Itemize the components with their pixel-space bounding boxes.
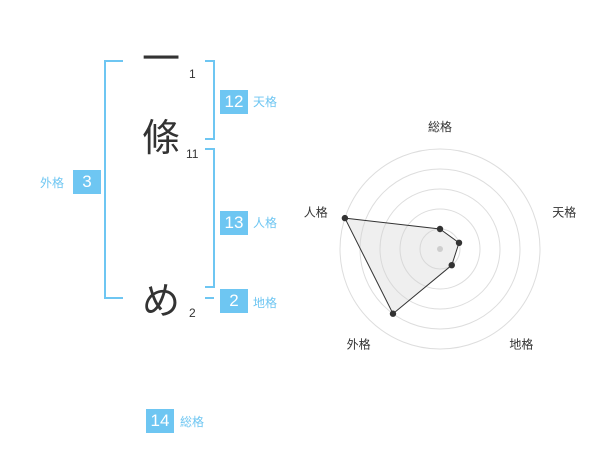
jinkaku-label: 人格 — [253, 216, 278, 230]
stroke-count-2: 11 — [186, 147, 199, 161]
radar-ring — [379, 188, 501, 310]
radar-axis-label: 総格 — [428, 119, 452, 134]
jinkaku-bracket — [205, 148, 215, 288]
stroke-count-3: 2 — [189, 306, 196, 320]
radar-axis-label: 外格 — [347, 336, 371, 351]
gaikaku-bracket — [104, 60, 123, 299]
tenkaku-bracket — [205, 60, 215, 140]
radar-point-4 — [389, 310, 397, 317]
stroke-count-1: 1 — [189, 67, 196, 81]
jinkaku-value: 13 — [220, 211, 248, 235]
radar-ring — [399, 208, 481, 290]
tenkaku-label: 天格 — [253, 95, 278, 109]
name-char-2: 條 — [142, 116, 181, 160]
soukaku-label: 総格 — [180, 415, 205, 429]
radar-series-area — [344, 217, 460, 315]
radar-point-2 — [455, 239, 463, 247]
tenkaku-value: 12 — [220, 90, 248, 114]
radar-point-1 — [436, 225, 444, 233]
gaikaku-value: 3 — [73, 170, 101, 194]
name-char-3: め — [142, 279, 181, 323]
name-char-1: 一 — [142, 37, 181, 81]
radar-axis-label: 人格 — [304, 205, 328, 220]
chikaku-label: 地格 — [253, 296, 278, 310]
chikaku-value: 2 — [220, 289, 248, 313]
soukaku-value: 14 — [146, 409, 174, 433]
radar-center — [437, 246, 443, 252]
gaikaku-label: 外格 — [40, 176, 65, 190]
radar-point-3 — [448, 261, 455, 269]
radar-ring — [339, 148, 541, 350]
radar-point-5 — [341, 214, 349, 222]
radar-axis-label: 天格 — [552, 205, 576, 220]
radar-axis-label: 地格 — [509, 336, 533, 351]
